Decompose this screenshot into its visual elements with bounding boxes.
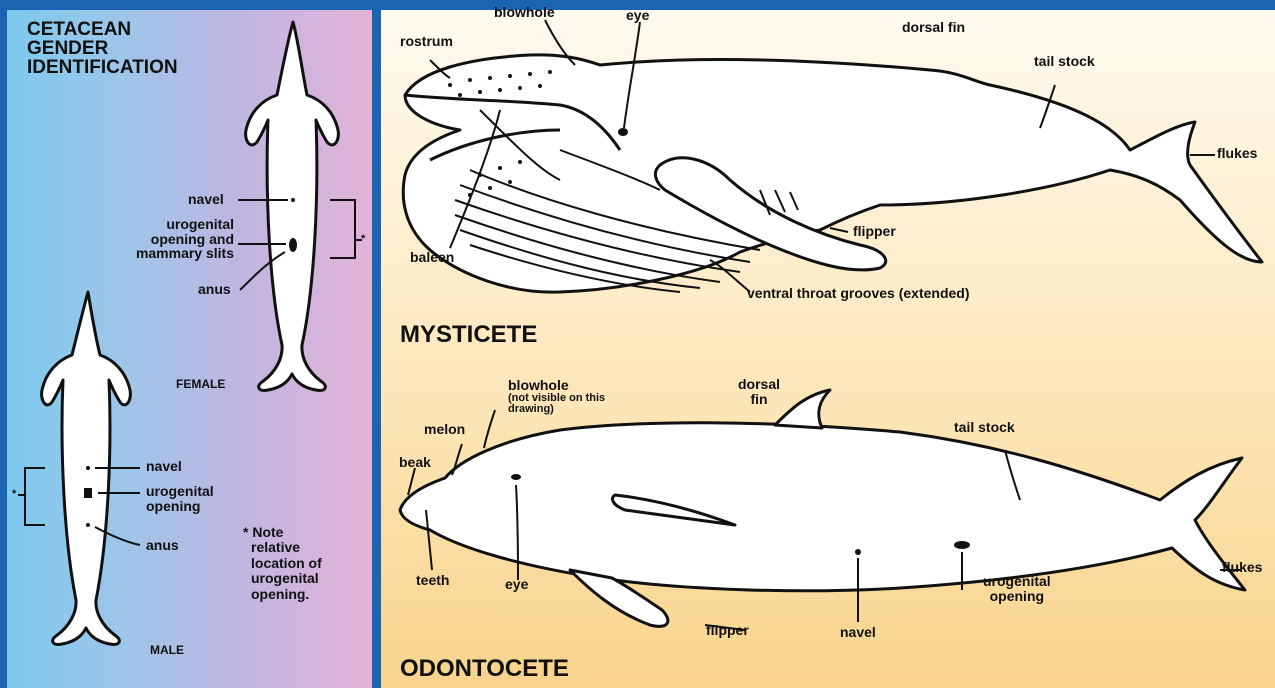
- female-anus-label: anus: [198, 282, 231, 297]
- note-line-5: opening.: [243, 587, 322, 602]
- female-asterisk: *: [361, 234, 365, 246]
- male-urogenital-line-1: urogenital: [146, 484, 214, 499]
- odontocete-urogenital-label: urogenital opening: [983, 574, 1051, 603]
- mysticete-flukes-label: flukes: [1217, 146, 1257, 161]
- odontocete-melon-label: melon: [424, 422, 465, 437]
- odontocete-urogenital-line-1: urogenital: [983, 574, 1051, 589]
- mysticete-title: MYSTICETE: [400, 323, 537, 347]
- odontocete-blowhole-line: blowhole: [508, 378, 605, 393]
- odontocete-title: ODONTOCETE: [400, 657, 569, 681]
- odontocete-tail-stock-label: tail stock: [954, 420, 1015, 435]
- female-navel-label: navel: [188, 192, 224, 207]
- odontocete-eye-label: eye: [505, 577, 528, 592]
- male-urogenital-label: urogenital opening: [146, 484, 214, 513]
- male-label: MALE: [150, 644, 184, 657]
- odontocete-beak-label: beak: [399, 455, 431, 470]
- male-navel-label: navel: [146, 459, 182, 474]
- odontocete-dorsal-fin-label: dorsal fin: [738, 377, 780, 406]
- mysticete-flipper-label: flipper: [853, 224, 896, 239]
- note-line-2: relative: [243, 540, 322, 555]
- title-line-1: CETACEAN: [27, 20, 178, 39]
- relative-location-note: * Note relative location of urogenital o…: [243, 525, 322, 602]
- title-line-3: IDENTIFICATION: [27, 58, 178, 77]
- female-urogenital-line-3: mammary slits: [124, 246, 234, 261]
- female-urogenital-line-1: urogenital: [124, 217, 234, 232]
- odontocete-flipper-label: flipper: [706, 623, 749, 638]
- mysticete-rostrum-label: rostrum: [400, 34, 453, 49]
- female-label: FEMALE: [176, 378, 225, 391]
- title-line-2: GENDER: [27, 39, 178, 58]
- female-urogenital-line-2: opening and: [124, 232, 234, 247]
- odontocete-teeth-label: teeth: [416, 573, 449, 588]
- odontocete-dorsal-line-1: dorsal: [738, 377, 780, 392]
- odontocete-navel-label: navel: [840, 625, 876, 640]
- male-urogenital-line-2: opening: [146, 499, 214, 514]
- mysticete-dorsal-fin-label: dorsal fin: [902, 20, 965, 35]
- note-line-3: location of: [243, 556, 322, 571]
- female-dolphin-outline: [246, 22, 339, 390]
- male-anus-label: anus: [146, 538, 179, 553]
- note-line-1: * Note: [243, 525, 322, 540]
- male-asterisk: *: [12, 489, 16, 501]
- odontocete-urogenital-line-2: opening: [983, 589, 1051, 604]
- odontocete-body-outline: [400, 423, 1245, 591]
- female-urogenital-label: urogenital opening and mammary slits: [124, 217, 234, 261]
- mysticete-blowhole-label: blowhole: [494, 5, 555, 20]
- mysticete-baleen-label: baleen: [410, 250, 454, 265]
- odontocete-dorsal-line-2: fin: [738, 392, 780, 407]
- odontocete-flukes-label: flukes: [1222, 560, 1262, 575]
- odontocete-blowhole-label: blowhole (not visible on this drawing): [508, 378, 605, 416]
- note-line-4: urogenital: [243, 571, 322, 586]
- odontocete-blowhole-note-2: drawing): [508, 404, 605, 416]
- mysticete-tail-stock-label: tail stock: [1034, 54, 1095, 69]
- mysticete-throat-grooves-label: ventral throat grooves (extended): [747, 286, 970, 301]
- mysticete-eye-label: eye: [626, 8, 649, 23]
- odontocete-dorsal-fin-outline: [775, 390, 830, 428]
- gender-id-title: CETACEAN GENDER IDENTIFICATION: [27, 20, 178, 77]
